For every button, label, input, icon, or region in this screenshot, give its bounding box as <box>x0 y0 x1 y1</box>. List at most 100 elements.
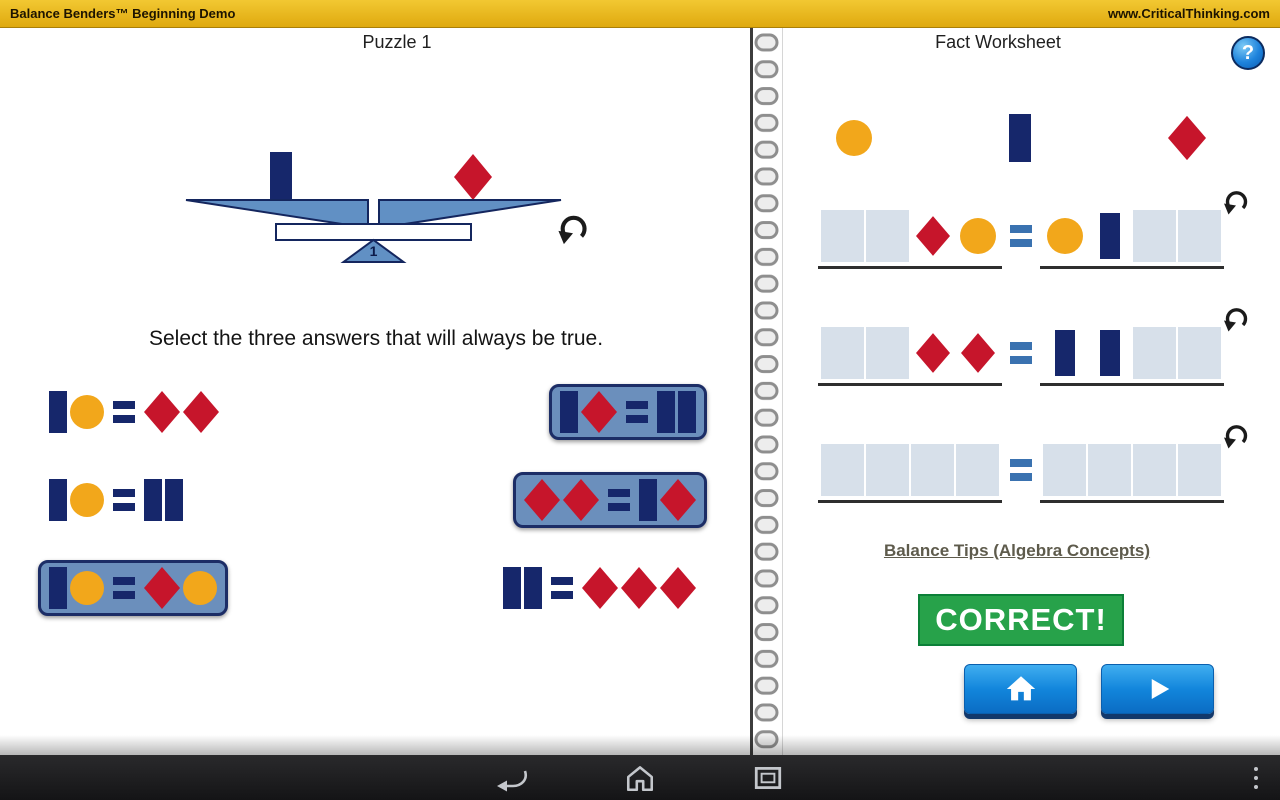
shape-palette <box>836 112 1206 164</box>
recents-icon[interactable] <box>752 764 784 792</box>
worksheet-cell-circle[interactable] <box>1043 210 1086 262</box>
undo-icon[interactable] <box>1222 422 1250 450</box>
fact-row-1 <box>818 188 1258 272</box>
worksheet-cell-empty[interactable] <box>1178 210 1221 262</box>
page-bottom-shadow <box>0 735 1280 755</box>
overflow-menu-icon[interactable] <box>1246 761 1266 794</box>
help-label: ? <box>1241 41 1255 64</box>
navy-bar-shape <box>165 479 183 521</box>
spiral-binding <box>753 30 781 753</box>
red-diamond-shape <box>660 567 696 609</box>
status-badge: CORRECT! <box>918 594 1124 646</box>
answer-option-2[interactable] <box>38 472 194 528</box>
navy-bar-shape <box>678 391 696 433</box>
balance-scale: 1 <box>176 140 571 268</box>
answer-option-6[interactable] <box>492 560 707 616</box>
scale-right-diamond-shape <box>454 154 492 200</box>
red-diamond-shape <box>563 479 599 521</box>
worksheet-cell-empty[interactable] <box>1088 444 1131 496</box>
worksheet-cell-bar[interactable] <box>1088 210 1131 262</box>
worksheet-cell-diamond[interactable] <box>911 210 954 262</box>
red-diamond-shape <box>960 331 995 375</box>
answer-option-1[interactable] <box>38 384 230 440</box>
undo-icon[interactable] <box>1222 305 1250 333</box>
navy-bar-shape <box>639 479 657 521</box>
answer-option-5[interactable] <box>513 472 707 528</box>
worksheet-cell-empty[interactable] <box>866 327 909 379</box>
worksheet-cell-diamond[interactable] <box>911 327 954 379</box>
worksheet-cell-empty[interactable] <box>1133 327 1176 379</box>
worksheet-cell-empty[interactable] <box>821 327 864 379</box>
red-diamond-shape <box>660 479 696 521</box>
scale-crossbar <box>275 223 472 241</box>
worksheet-cell-empty[interactable] <box>866 210 909 262</box>
worksheet-cell-empty[interactable] <box>911 444 954 496</box>
help-icon[interactable]: ? <box>1231 36 1265 70</box>
undo-icon[interactable] <box>1222 188 1250 216</box>
worksheet-cell-empty[interactable] <box>956 444 999 496</box>
answer-option-4[interactable] <box>549 384 707 440</box>
status-text: CORRECT! <box>935 602 1107 637</box>
worksheet-cell-diamond[interactable] <box>956 327 999 379</box>
fact-row-2 <box>818 305 1258 389</box>
navy-bar-shape <box>1099 330 1120 376</box>
page-edge-line <box>750 28 753 755</box>
red-diamond-shape <box>524 479 560 521</box>
red-diamond-shape <box>582 567 618 609</box>
red-diamond-shape <box>144 391 180 433</box>
undo-icon[interactable] <box>556 212 590 246</box>
worksheet-cell-empty[interactable] <box>1043 444 1086 496</box>
worksheet-cell-empty[interactable] <box>821 210 864 262</box>
yellow-circle-shape <box>836 120 872 156</box>
equals-icon <box>113 575 135 601</box>
worksheet-cell-circle[interactable] <box>956 210 999 262</box>
navy-bar-shape <box>49 391 67 433</box>
palette-diamond[interactable] <box>1168 115 1206 161</box>
back-icon[interactable] <box>495 764 529 792</box>
balance-tips-link[interactable]: Balance Tips (Algebra Concepts) <box>883 541 1151 560</box>
palette-circle[interactable] <box>836 120 872 156</box>
yellow-circle-shape <box>183 571 217 605</box>
equals-icon <box>113 399 135 425</box>
worksheet-cell-empty[interactable] <box>821 444 864 496</box>
equals-icon <box>1010 457 1032 483</box>
worksheet-cell-empty[interactable] <box>1178 444 1221 496</box>
worksheet-cell-empty[interactable] <box>1133 210 1176 262</box>
play-icon <box>1151 679 1169 699</box>
home-icon[interactable] <box>624 764 656 792</box>
worksheet-cell-bar[interactable] <box>1043 327 1086 379</box>
scale-left-bar-shape <box>270 152 292 200</box>
worksheet-cell-bar[interactable] <box>1088 327 1131 379</box>
yellow-circle-shape <box>70 395 104 429</box>
navy-bar-shape <box>503 567 521 609</box>
house-icon <box>1006 676 1035 701</box>
fact-row-3 <box>818 422 1258 506</box>
fact-row-1-right-side <box>1040 210 1224 269</box>
navy-bar-shape <box>657 391 675 433</box>
equals-icon <box>113 487 135 513</box>
worksheet-cell-empty[interactable] <box>1133 444 1176 496</box>
yellow-circle-shape <box>959 218 996 254</box>
navy-bar-shape <box>1054 330 1075 376</box>
next-button[interactable] <box>1101 664 1214 714</box>
scale-left-beam <box>185 199 369 230</box>
puzzle-title: Puzzle 1 <box>362 32 432 52</box>
worksheet-cell-empty[interactable] <box>866 444 909 496</box>
yellow-circle-shape <box>1046 218 1083 254</box>
home-button[interactable] <box>964 664 1077 714</box>
publisher-url: www.CriticalThinking.com <box>1107 6 1270 21</box>
answer-option-3[interactable] <box>38 560 228 616</box>
fact-row-1-left-side <box>818 210 1002 269</box>
answers-column-left <box>38 368 230 632</box>
page-edge-line-right <box>782 28 783 755</box>
red-diamond-shape <box>1168 115 1206 161</box>
android-nav-bar <box>0 755 1280 800</box>
fact-row-2-right-side <box>1040 327 1224 386</box>
palette-bar[interactable] <box>1009 114 1031 162</box>
red-diamond-shape <box>621 567 657 609</box>
equals-icon <box>608 487 630 513</box>
worksheet-cell-empty[interactable] <box>1178 327 1221 379</box>
instruction-text: Select the three answers that will alway… <box>148 327 604 350</box>
title-bar: Balance Benders™ Beginning Demo www.Crit… <box>0 0 1280 28</box>
